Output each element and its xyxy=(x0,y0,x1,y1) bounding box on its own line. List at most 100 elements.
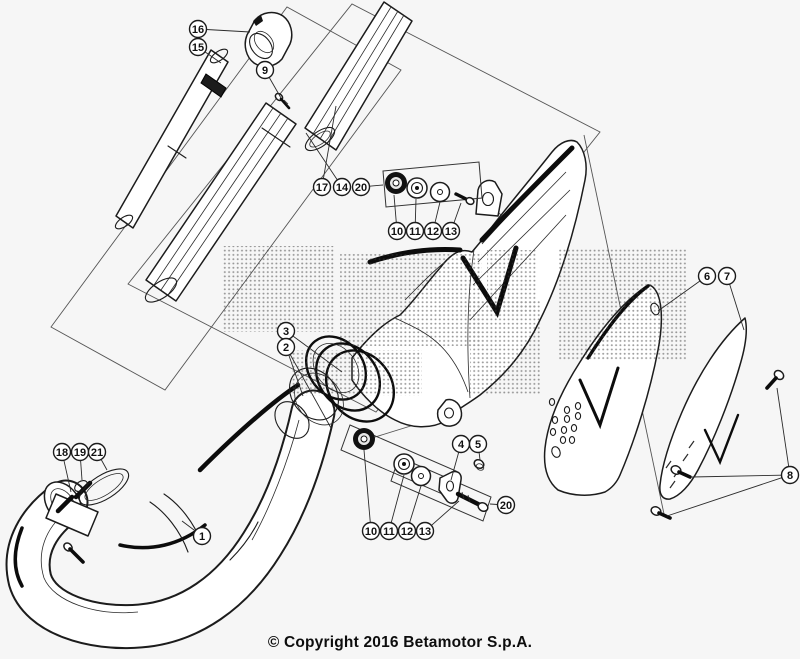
callout-20: 20 xyxy=(351,177,384,197)
small-screw-9 xyxy=(274,92,291,110)
leader-line-10 xyxy=(393,194,397,223)
callout-2: 2 xyxy=(276,337,332,429)
cap-notch xyxy=(253,15,263,26)
callout-11: 11 xyxy=(379,474,405,541)
callout-10: 10 xyxy=(361,449,381,541)
callout-number-8: 8 xyxy=(787,470,793,482)
leader-line-12 xyxy=(409,485,422,524)
washer xyxy=(429,181,451,203)
fastener-kit-upper xyxy=(382,161,483,208)
silencer-sleeve-lower xyxy=(144,102,297,303)
callout-20: 20 xyxy=(489,495,516,515)
muffler-mount-tab-bottom xyxy=(436,398,463,427)
callout-circle-15 xyxy=(188,37,208,57)
callout-number-18: 18 xyxy=(56,447,68,459)
muffler-mount-tab-top xyxy=(475,179,503,217)
callout-number-11: 11 xyxy=(409,226,421,238)
leader-line-11 xyxy=(390,474,405,523)
callout-4: 4 xyxy=(450,434,471,481)
callout-7: 7 xyxy=(717,266,745,331)
mount-bracket xyxy=(438,470,462,504)
callout-circle-13 xyxy=(441,221,461,241)
callout-number-6: 6 xyxy=(704,271,710,283)
halftone-watermark xyxy=(222,246,686,396)
leader-line-3 xyxy=(292,335,343,373)
callout-circle-5 xyxy=(468,434,488,454)
screw-bottom xyxy=(650,506,672,520)
callout-number-4: 4 xyxy=(458,439,465,451)
leader-line-11 xyxy=(414,198,417,223)
leader-line-8 xyxy=(776,387,790,467)
rubber-grommet xyxy=(385,172,407,194)
callout-number-20: 20 xyxy=(355,182,367,194)
leader-line-9 xyxy=(268,77,282,99)
leader-line-21 xyxy=(100,459,108,471)
callout-circle-17 xyxy=(312,177,332,197)
callout-number-13: 13 xyxy=(419,526,431,538)
callout-circle-11 xyxy=(379,521,399,541)
leader-line-13 xyxy=(431,500,460,526)
callout-8: 8 xyxy=(666,387,800,517)
callout-circle-20 xyxy=(351,177,371,197)
silencer-end-tube xyxy=(114,48,229,230)
leader-line-14 xyxy=(305,132,338,181)
shield-screws xyxy=(650,369,785,520)
callout-number-10: 10 xyxy=(391,226,403,238)
leader-line-16 xyxy=(206,29,251,33)
nut xyxy=(473,458,485,471)
callout-1: 1 xyxy=(181,520,212,546)
callout-15: 15 xyxy=(188,37,222,64)
callout-circle-6 xyxy=(697,266,717,286)
washer xyxy=(410,465,432,487)
callout-21: 21 xyxy=(87,442,108,471)
callout-number-21: 21 xyxy=(91,447,103,459)
callout-number-5: 5 xyxy=(475,439,481,451)
callout-circle-11 xyxy=(405,221,425,241)
callout-12: 12 xyxy=(397,485,422,541)
leader-line-15 xyxy=(204,51,222,64)
callout-number-17: 17 xyxy=(316,182,328,194)
copyright-text: © Copyright 2016 Betamotor S.p.A. xyxy=(267,634,533,651)
callout-number-12: 12 xyxy=(427,226,439,238)
callout-circle-20 xyxy=(496,495,516,515)
screw-top xyxy=(765,369,785,390)
fastener-kit-lower xyxy=(340,424,492,522)
bolt-long xyxy=(455,491,489,512)
leader-line-18 xyxy=(63,460,72,493)
leader-line-10 xyxy=(363,449,371,523)
rubber-grommet xyxy=(353,428,375,450)
callout-circle-10 xyxy=(361,521,381,541)
callout-13: 13 xyxy=(415,500,460,541)
callout-circle-12 xyxy=(423,221,443,241)
callout-17: 17 xyxy=(312,105,337,197)
leader-line-19 xyxy=(80,460,83,481)
callout-12: 12 xyxy=(423,201,443,241)
callout-19: 19 xyxy=(70,442,90,481)
callout-circle-12 xyxy=(397,521,417,541)
leader-line-5 xyxy=(478,452,481,461)
callout-circle-2 xyxy=(276,337,296,357)
callout-circle-13 xyxy=(415,521,435,541)
silencer-sleeve-upper xyxy=(304,1,413,152)
callout-10: 10 xyxy=(387,194,407,241)
callout-number-15: 15 xyxy=(192,42,204,54)
callout-number-19: 19 xyxy=(74,447,86,459)
leader-line-20 xyxy=(369,184,384,187)
callout-6: 6 xyxy=(657,266,717,312)
callout-16: 16 xyxy=(188,19,251,39)
leader-line-2 xyxy=(289,354,332,429)
callout-number-3: 3 xyxy=(283,326,289,338)
callout-number-14: 14 xyxy=(336,182,349,194)
callout-18: 18 xyxy=(52,442,72,493)
callout-number-9: 9 xyxy=(262,65,268,77)
leader-line-6 xyxy=(657,280,701,312)
heat-shield-outer xyxy=(659,317,748,500)
callout-number-10: 10 xyxy=(365,526,377,538)
callout-circle-9 xyxy=(255,60,275,80)
exhaust-flange xyxy=(45,468,130,564)
gasket-ring xyxy=(78,468,130,506)
flange-stud xyxy=(63,542,85,564)
